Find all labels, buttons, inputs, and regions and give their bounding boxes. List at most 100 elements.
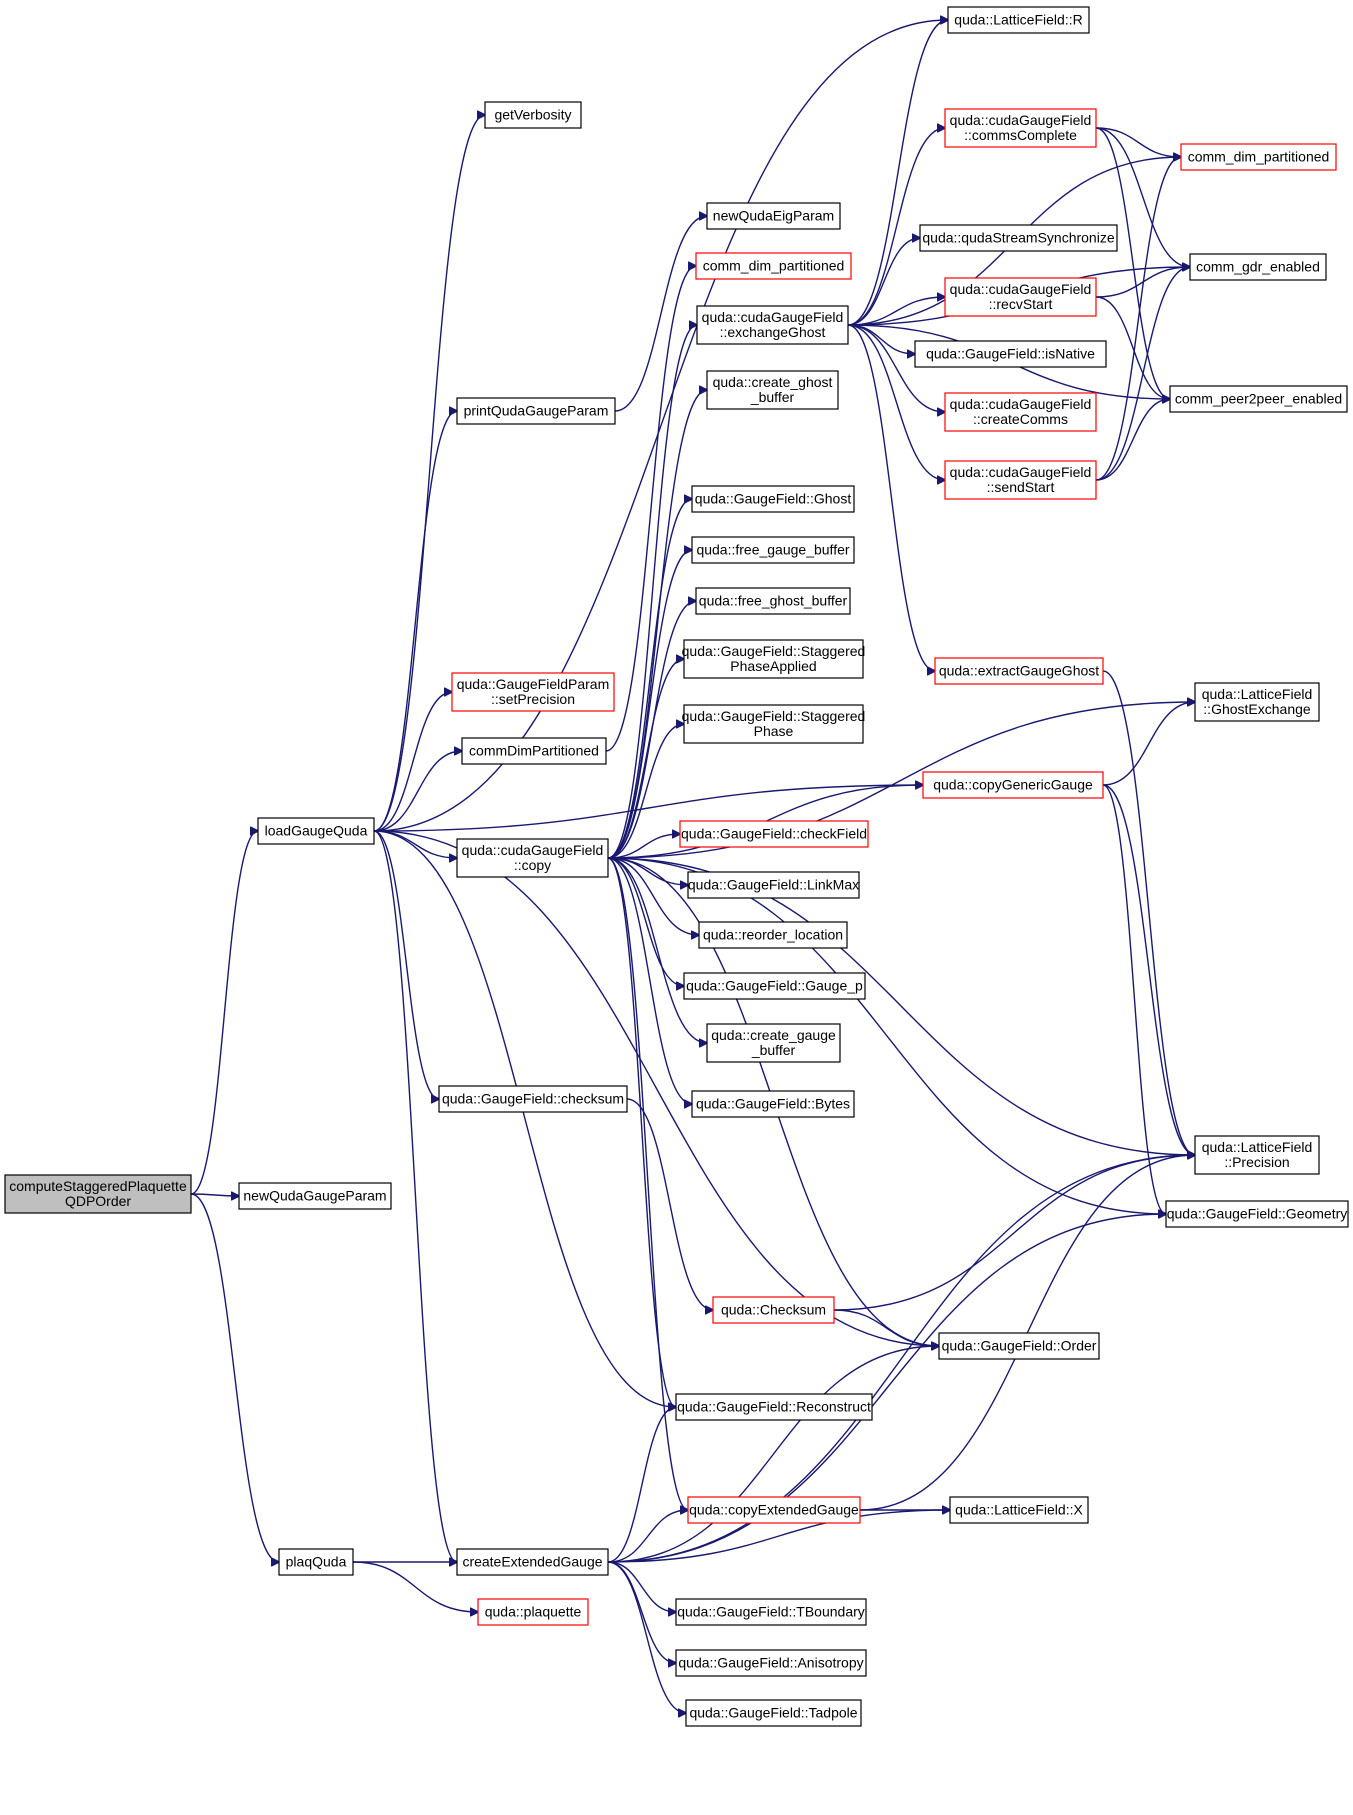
- node-Order[interactable]: quda::GaugeField::Order: [938, 1332, 1100, 1360]
- node-box: [944, 108, 1097, 148]
- edge-exchangeGhost-to-LatticeR: [847, 20, 948, 326]
- edge-sendStart-to-comm_peer2peer_enabled: [1095, 399, 1170, 481]
- node-Anisotropy[interactable]: quda::GaugeField::Anisotropy: [675, 1649, 867, 1677]
- edge-root-to-loadGaugeQuda: [190, 831, 258, 1195]
- node-box: [695, 252, 852, 280]
- node-newQudaEigParam[interactable]: newQudaEigParam: [706, 202, 841, 230]
- node-box: [683, 704, 864, 744]
- node-box: [944, 460, 1097, 500]
- node-label: quda::GaugeFieldParam: [457, 676, 610, 692]
- node-label: quda::cudaGaugeField: [462, 842, 604, 858]
- node-label: quda::Checksum: [721, 1302, 826, 1318]
- node-label: quda::LatticeField: [1202, 1139, 1313, 1155]
- node-box: [1180, 143, 1337, 171]
- node-commDimPartitioned[interactable]: commDimPartitioned: [461, 737, 607, 765]
- edge-cudaCopy-to-Ghost: [607, 499, 692, 859]
- node-box: [934, 657, 1104, 685]
- node-checkField[interactable]: quda::GaugeField::checkField: [679, 820, 869, 848]
- node-checksum[interactable]: quda::GaugeField::checksum: [438, 1085, 628, 1113]
- node-LatticeX[interactable]: quda::LatticeField::X: [949, 1496, 1089, 1524]
- edge-printQudaGaugeParam-to-newQudaEigParam: [614, 216, 707, 412]
- node-label: quda::cudaGaugeField: [950, 396, 1092, 412]
- edge-cudaCopy-to-create_ghost_buffer: [607, 390, 707, 859]
- node-loadGaugeQuda[interactable]: loadGaugeQuda: [257, 817, 375, 845]
- node-Tadpole[interactable]: quda::GaugeField::Tadpole: [685, 1699, 862, 1727]
- node-box: [683, 972, 866, 1000]
- edge-commDimPartitioned-to-comm_dim_partitioned_mid: [605, 266, 696, 752]
- node-GhostExchange[interactable]: quda::LatticeField::GhostExchange: [1194, 682, 1320, 722]
- node-free_gauge_buffer[interactable]: quda::free_gauge_buffer: [691, 536, 855, 564]
- node-box: [679, 820, 869, 848]
- node-newQudaGaugeParam[interactable]: newQudaGaugeParam: [238, 1182, 392, 1210]
- node-Bytes[interactable]: quda::GaugeField::Bytes: [691, 1090, 855, 1118]
- node-recvStart[interactable]: quda::cudaGaugeField::recvStart: [944, 277, 1097, 317]
- edge-commsComplete-to-comm_gdr_enabled: [1095, 127, 1190, 267]
- node-label: loadGaugeQuda: [265, 823, 368, 839]
- edge-createExtendedGauge-to-Tadpole: [607, 1561, 686, 1713]
- node-box: [691, 485, 855, 513]
- edge-Checksum-to-Order: [833, 1309, 939, 1346]
- node-plaqQuda[interactable]: plaqQuda: [278, 1548, 354, 1576]
- node-box: [944, 277, 1097, 317]
- node-label: quda::GaugeField::LinkMax: [688, 877, 859, 893]
- node-label: quda::create_gauge: [711, 1027, 836, 1043]
- node-isNative[interactable]: quda::GaugeField::isNative: [914, 340, 1107, 368]
- node-label: quda::plaquette: [485, 1604, 582, 1620]
- node-create_gauge_buffer[interactable]: quda::create_gauge_buffer: [706, 1023, 841, 1063]
- node-TBoundary[interactable]: quda::GaugeField::TBoundary: [675, 1598, 867, 1626]
- edge-root-to-plaqQuda: [190, 1193, 279, 1562]
- node-box: [438, 1085, 628, 1113]
- node-LatticeR[interactable]: quda::LatticeField::R: [947, 6, 1090, 34]
- node-Ghost[interactable]: quda::GaugeField::Ghost: [691, 485, 855, 513]
- node-box: [944, 392, 1097, 432]
- node-copyGenericGauge[interactable]: quda::copyGenericGauge: [922, 771, 1104, 799]
- node-extractGaugeGhost[interactable]: quda::extractGaugeGhost: [934, 657, 1104, 685]
- node-plaquette[interactable]: quda::plaquette: [477, 1598, 589, 1626]
- node-cudaCopy[interactable]: quda::cudaGaugeField::copy: [456, 838, 609, 878]
- edge-createExtendedGauge-to-Anisotropy: [607, 1561, 676, 1663]
- node-label: quda::GaugeField::Bytes: [696, 1096, 850, 1112]
- node-getVerbosity[interactable]: getVerbosity: [484, 101, 582, 129]
- node-Checksum[interactable]: quda::Checksum: [712, 1296, 835, 1324]
- node-label: getVerbosity: [494, 107, 571, 123]
- node-exchangeGhost[interactable]: quda::cudaGaugeField::exchangeGhost: [696, 305, 849, 345]
- node-free_ghost_buffer[interactable]: quda::free_ghost_buffer: [695, 587, 851, 615]
- node-LinkMax[interactable]: quda::GaugeField::LinkMax: [687, 871, 860, 899]
- node-commsComplete[interactable]: quda::cudaGaugeField::commsComplete: [944, 108, 1097, 148]
- node-comm_gdr_enabled[interactable]: comm_gdr_enabled: [1189, 253, 1327, 281]
- node-copyExtendedGauge[interactable]: quda::copyExtendedGauge: [687, 1496, 861, 1524]
- edge-cudaCopy-to-Gauge_p: [607, 857, 684, 986]
- node-comm_dim_partitioned_right[interactable]: comm_dim_partitioned: [1180, 143, 1337, 171]
- edge-copyGenericGauge-to-Geometry: [1102, 784, 1166, 1214]
- node-qudaStreamSynchronize[interactable]: quda::qudaStreamSynchronize: [919, 224, 1118, 252]
- node-printQudaGaugeParam[interactable]: printQudaGaugeParam: [456, 397, 616, 425]
- edge-root-to-newQudaGaugeParam: [190, 1194, 239, 1196]
- node-setPrecision[interactable]: quda::GaugeFieldParam::setPrecision: [451, 672, 615, 712]
- edge-createExtendedGauge-to-Order: [607, 1346, 939, 1563]
- node-createComms[interactable]: quda::cudaGaugeField::createComms: [944, 392, 1097, 432]
- node-label: ::GhostExchange: [1203, 701, 1311, 717]
- edges-layer: [190, 20, 1195, 1713]
- node-create_ghost_buffer[interactable]: quda::create_ghost_buffer: [706, 370, 839, 410]
- node-Geometry[interactable]: quda::GaugeField::Geometry: [1165, 1200, 1349, 1228]
- node-label: newQudaGaugeParam: [243, 1188, 386, 1204]
- node-Gauge_p[interactable]: quda::GaugeField::Gauge_p: [683, 972, 866, 1000]
- node-box: [947, 6, 1090, 34]
- edge-exchangeGhost-to-extractGaugeGhost: [847, 324, 935, 671]
- node-label: comm_gdr_enabled: [1196, 259, 1320, 275]
- node-label: comm_dim_partitioned: [1188, 149, 1330, 165]
- node-Precision[interactable]: quda::LatticeField::Precision: [1194, 1135, 1320, 1175]
- edge-copyGenericGauge-to-GhostExchange: [1102, 702, 1195, 786]
- node-comm_peer2peer_enabled[interactable]: comm_peer2peer_enabled: [1169, 385, 1348, 413]
- node-comm_dim_partitioned_mid[interactable]: comm_dim_partitioned: [695, 252, 852, 280]
- node-sendStart[interactable]: quda::cudaGaugeField::sendStart: [944, 460, 1097, 500]
- node-createExtendedGauge[interactable]: createExtendedGauge: [456, 1548, 609, 1576]
- node-reorder_location[interactable]: quda::reorder_location: [698, 921, 848, 949]
- edge-loadGaugeQuda-to-createExtendedGauge: [373, 830, 457, 1562]
- node-Reconstruct[interactable]: quda::GaugeField::Reconstruct: [675, 1393, 873, 1421]
- edge-loadGaugeQuda-to-copyGenericGauge: [373, 785, 923, 832]
- node-box: [698, 921, 848, 949]
